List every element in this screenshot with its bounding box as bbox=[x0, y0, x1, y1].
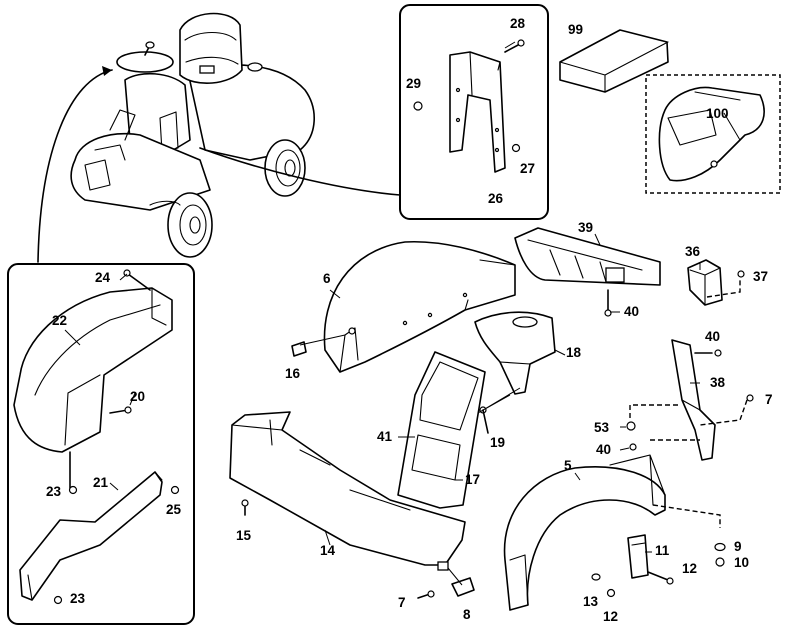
bracket-part-38 bbox=[671, 339, 716, 461]
label-5: 5 bbox=[564, 458, 572, 473]
fender-part-5 bbox=[503, 454, 666, 611]
bracket-11 bbox=[627, 534, 649, 579]
label-100: 100 bbox=[706, 106, 729, 121]
washer-53 bbox=[626, 421, 636, 431]
screw-23-lower bbox=[53, 595, 63, 605]
label-13: 13 bbox=[583, 594, 599, 609]
label-18: 18 bbox=[566, 345, 582, 360]
label-17: 17 bbox=[465, 472, 480, 487]
screw-15 bbox=[241, 499, 249, 516]
screw-20 bbox=[109, 406, 132, 414]
label-41: 41 bbox=[377, 429, 393, 444]
label-36: 36 bbox=[685, 244, 701, 259]
screw-23-upper bbox=[68, 451, 78, 495]
label-10: 10 bbox=[734, 555, 749, 570]
arrow-head-left bbox=[102, 66, 112, 76]
label-40-mid: 40 bbox=[596, 442, 611, 457]
label-27: 27 bbox=[520, 161, 535, 176]
label-12-right: 12 bbox=[682, 561, 697, 576]
label-28: 28 bbox=[510, 16, 526, 31]
washer-9 bbox=[714, 542, 726, 552]
label-53: 53 bbox=[594, 420, 610, 435]
label-16: 16 bbox=[285, 366, 301, 381]
callout-labels: 99 28 29 100 27 26 39 36 37 24 6 22 40 1… bbox=[46, 16, 773, 624]
label-15: 15 bbox=[236, 528, 252, 543]
callout-arrow-left bbox=[37, 69, 113, 263]
label-9: 9 bbox=[734, 539, 742, 554]
dash-panel-part-41 bbox=[397, 351, 486, 509]
bolt-24 bbox=[123, 269, 151, 291]
side-panel-part-21 bbox=[19, 471, 163, 601]
washer-13 bbox=[591, 573, 601, 581]
inset-box-bracket bbox=[399, 4, 549, 220]
label-12-bottom: 12 bbox=[603, 609, 618, 624]
label-37: 37 bbox=[753, 269, 768, 284]
screw-7-bottom bbox=[417, 590, 435, 599]
label-8: 8 bbox=[463, 607, 471, 622]
label-26: 26 bbox=[488, 191, 504, 206]
bracket-part-36 bbox=[687, 259, 723, 306]
fender-part-6 bbox=[323, 240, 516, 373]
rail-part-39 bbox=[514, 227, 661, 286]
inset-box-shroud bbox=[645, 74, 781, 194]
label-24: 24 bbox=[95, 270, 111, 285]
label-19: 19 bbox=[490, 435, 505, 450]
screw-12-bottom bbox=[606, 588, 616, 598]
inset-box-side-panels bbox=[7, 263, 195, 625]
label-25: 25 bbox=[166, 502, 182, 517]
screw-12-right bbox=[647, 571, 674, 585]
label-11: 11 bbox=[655, 543, 670, 558]
nut-10 bbox=[715, 557, 725, 567]
label-21: 21 bbox=[93, 475, 109, 490]
label-38: 38 bbox=[710, 375, 726, 390]
shroud-part-100 bbox=[658, 86, 765, 182]
screw-40-top bbox=[604, 289, 612, 317]
label-20: 20 bbox=[130, 389, 145, 404]
label-99: 99 bbox=[568, 22, 583, 37]
label-40-top: 40 bbox=[624, 304, 639, 319]
label-6: 6 bbox=[323, 271, 331, 286]
screw-40-mid bbox=[629, 443, 637, 451]
bracket-8 bbox=[447, 567, 475, 597]
bolt-28 bbox=[504, 39, 525, 53]
nut-29 bbox=[413, 101, 423, 111]
label-40-right: 40 bbox=[705, 329, 720, 344]
label-29: 29 bbox=[406, 76, 421, 91]
label-14: 14 bbox=[320, 543, 336, 558]
cowl-part-18 bbox=[474, 311, 556, 395]
front-panel-part-14 bbox=[229, 411, 466, 571]
label-39: 39 bbox=[578, 220, 593, 235]
label-7-right: 7 bbox=[765, 392, 773, 407]
label-23-lower: 23 bbox=[70, 591, 86, 606]
bracket-part bbox=[449, 51, 506, 173]
label-leaders bbox=[64, 233, 701, 553]
foam-block-99 bbox=[559, 29, 669, 93]
clip-16 bbox=[291, 341, 307, 357]
label-23-upper: 23 bbox=[46, 484, 62, 499]
screw-7-right bbox=[746, 394, 754, 402]
screw-25 bbox=[170, 485, 180, 495]
callout-arrow-right bbox=[199, 147, 401, 196]
screw-27 bbox=[511, 143, 521, 153]
tractor-illustration bbox=[70, 12, 315, 258]
label-22: 22 bbox=[52, 313, 67, 328]
label-7-bottom: 7 bbox=[398, 595, 406, 610]
side-panel-part-22 bbox=[13, 287, 173, 453]
